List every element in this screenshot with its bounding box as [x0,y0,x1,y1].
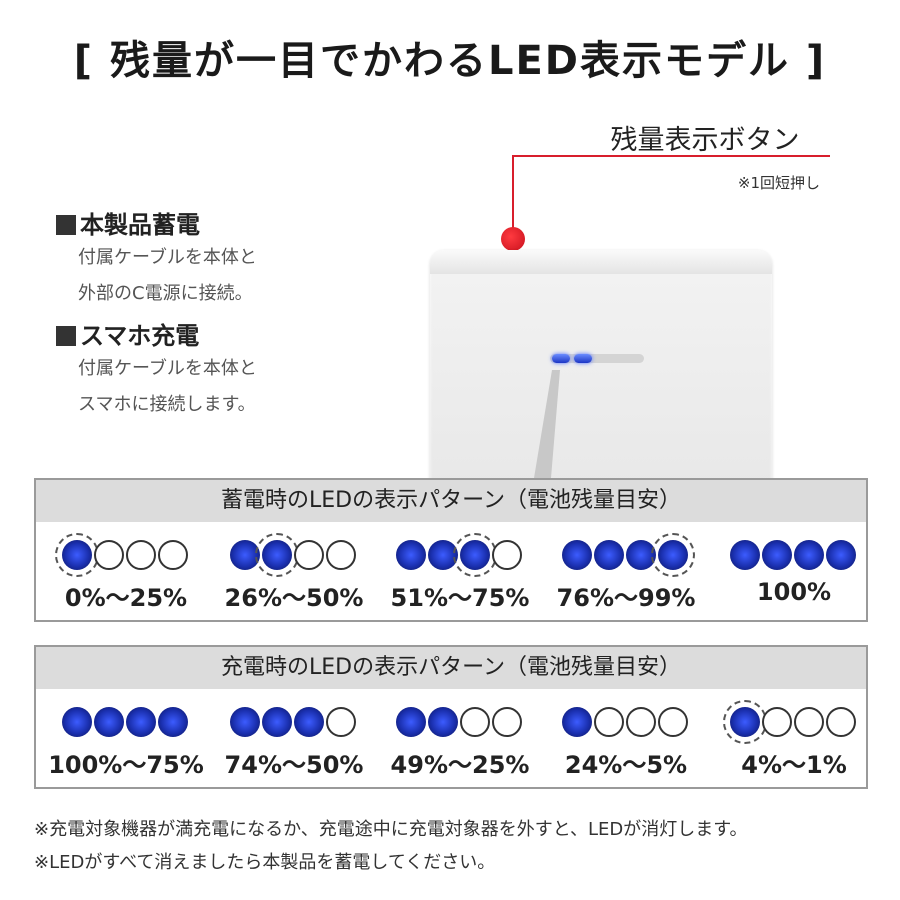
led-off-icon [294,540,324,570]
info-heading: スマホ充電 [80,322,200,350]
led-on-icon [826,540,856,570]
led-pointer-icon [532,370,560,490]
led-on-icon [396,540,426,570]
led-pattern: 100% [714,538,874,606]
callout-underline [512,155,830,157]
led-off-icon [94,540,124,570]
led-pattern: 49%～25% [380,705,540,780]
led-pattern: 4%～1% [714,700,874,780]
info-section-phone: スマホ充電 付属ケーブルを本体と スマホに接続します。 [56,316,257,423]
square-bullet-icon [56,326,76,346]
led-dots [46,533,206,577]
led-pattern: 74%～50% [214,705,374,780]
pattern-percentage-label: 76%～99% [556,584,696,612]
led-off-icon [492,540,522,570]
led-blinking-icon [651,533,695,577]
info-line: スマホに接続します。 [78,394,256,415]
pattern-percentage-label: 24%～5% [564,751,688,779]
pattern-percentage-label: 4%～1% [741,751,847,779]
button-press-note: ※1回短押し [737,174,820,192]
led-off-icon [492,707,522,737]
led-on-icon [396,707,426,737]
led-on-icon [62,707,92,737]
info-heading: 本製品蓄電 [80,211,200,239]
panel-heading: 蓄電時のLEDの表示パターン（電池残量目安） [36,480,866,522]
remaining-button-label: 残量表示ボタン [610,125,800,156]
led-on-icon [126,707,156,737]
led-dots [546,533,706,577]
led-off-icon [658,707,688,737]
led-on-icon [158,707,188,737]
info-line: 付属ケーブルを本体と [78,358,257,379]
led-on-icon [262,707,292,737]
footnote: ※充電対象機器が満充電になるか、充電途中に充電対象器を外すと、LEDが消灯します… [34,819,748,840]
led-blinking-icon [723,700,767,744]
led-off-icon [326,707,356,737]
led-on-icon [562,707,592,737]
device-led-segment [552,354,570,363]
pattern-percentage-label: 100% [756,578,832,606]
panel-heading: 充電時のLEDの表示パターン（電池残量目安） [36,647,866,689]
callout-leader-line [512,155,514,235]
led-pattern: 76%～99% [546,533,706,613]
remaining-button-marker[interactable] [501,227,525,251]
led-dots [214,533,374,577]
led-dots [46,705,206,739]
led-off-icon [794,707,824,737]
led-on-icon [428,707,458,737]
led-off-icon [594,707,624,737]
pattern-percentage-label: 26%～50% [224,584,364,612]
square-bullet-icon [56,215,76,235]
led-off-icon [826,707,856,737]
pattern-percentage-label: 49%～25% [390,751,530,779]
led-on-icon [730,540,760,570]
led-blinking-icon [55,533,99,577]
power-bank-device [430,250,772,490]
led-dots [380,533,540,577]
device-led-bar [550,354,644,363]
led-on-icon [230,707,260,737]
led-on-icon [562,540,592,570]
device-top-edge [430,250,772,274]
charging-pattern-panel: 充電時のLEDの表示パターン（電池残量目安） 100%～75% 74%～50% 49… [34,645,868,789]
pattern-percentage-label: 0%～25% [64,584,188,612]
led-on-icon [594,540,624,570]
pattern-percentage-label: 100%～75% [48,751,204,779]
pattern-percentage-label: 51%～75% [390,584,530,612]
led-blinking-icon [453,533,497,577]
page-title: [ 残量が一目でかわるLED表示モデル ] [73,38,827,84]
led-dots [380,705,540,739]
led-pattern: 51%～75% [380,533,540,613]
led-on-icon [762,540,792,570]
info-line: 付属ケーブルを本体と [78,247,257,268]
pattern-percentage-label: 74%～50% [224,751,364,779]
led-off-icon [460,707,490,737]
led-off-icon [762,707,792,737]
device-led-segment [574,354,592,363]
led-off-icon [626,707,656,737]
led-pattern: 0%～25% [46,533,206,613]
led-pattern: 100%～75% [46,705,206,780]
led-pattern: 26%～50% [214,533,374,613]
footnote: ※LEDがすべて消えましたら本製品を蓄電してください。 [34,852,496,873]
led-on-icon [294,707,324,737]
info-line: 外部のC電源に接続。 [78,283,253,304]
info-section-storage: 本製品蓄電 付属ケーブルを本体と 外部のC電源に接続。 [56,205,257,312]
led-off-icon [326,540,356,570]
led-on-icon [794,540,824,570]
led-pattern: 24%～5% [546,705,706,780]
led-dots [546,705,706,739]
led-on-icon [94,707,124,737]
led-dots [714,700,874,744]
led-dots [214,705,374,739]
led-blinking-icon [255,533,299,577]
led-off-icon [158,540,188,570]
led-off-icon [126,540,156,570]
storage-pattern-panel: 蓄電時のLEDの表示パターン（電池残量目安） 0%～25% 26%～50% 51%～… [34,478,868,622]
led-dots [714,538,874,572]
